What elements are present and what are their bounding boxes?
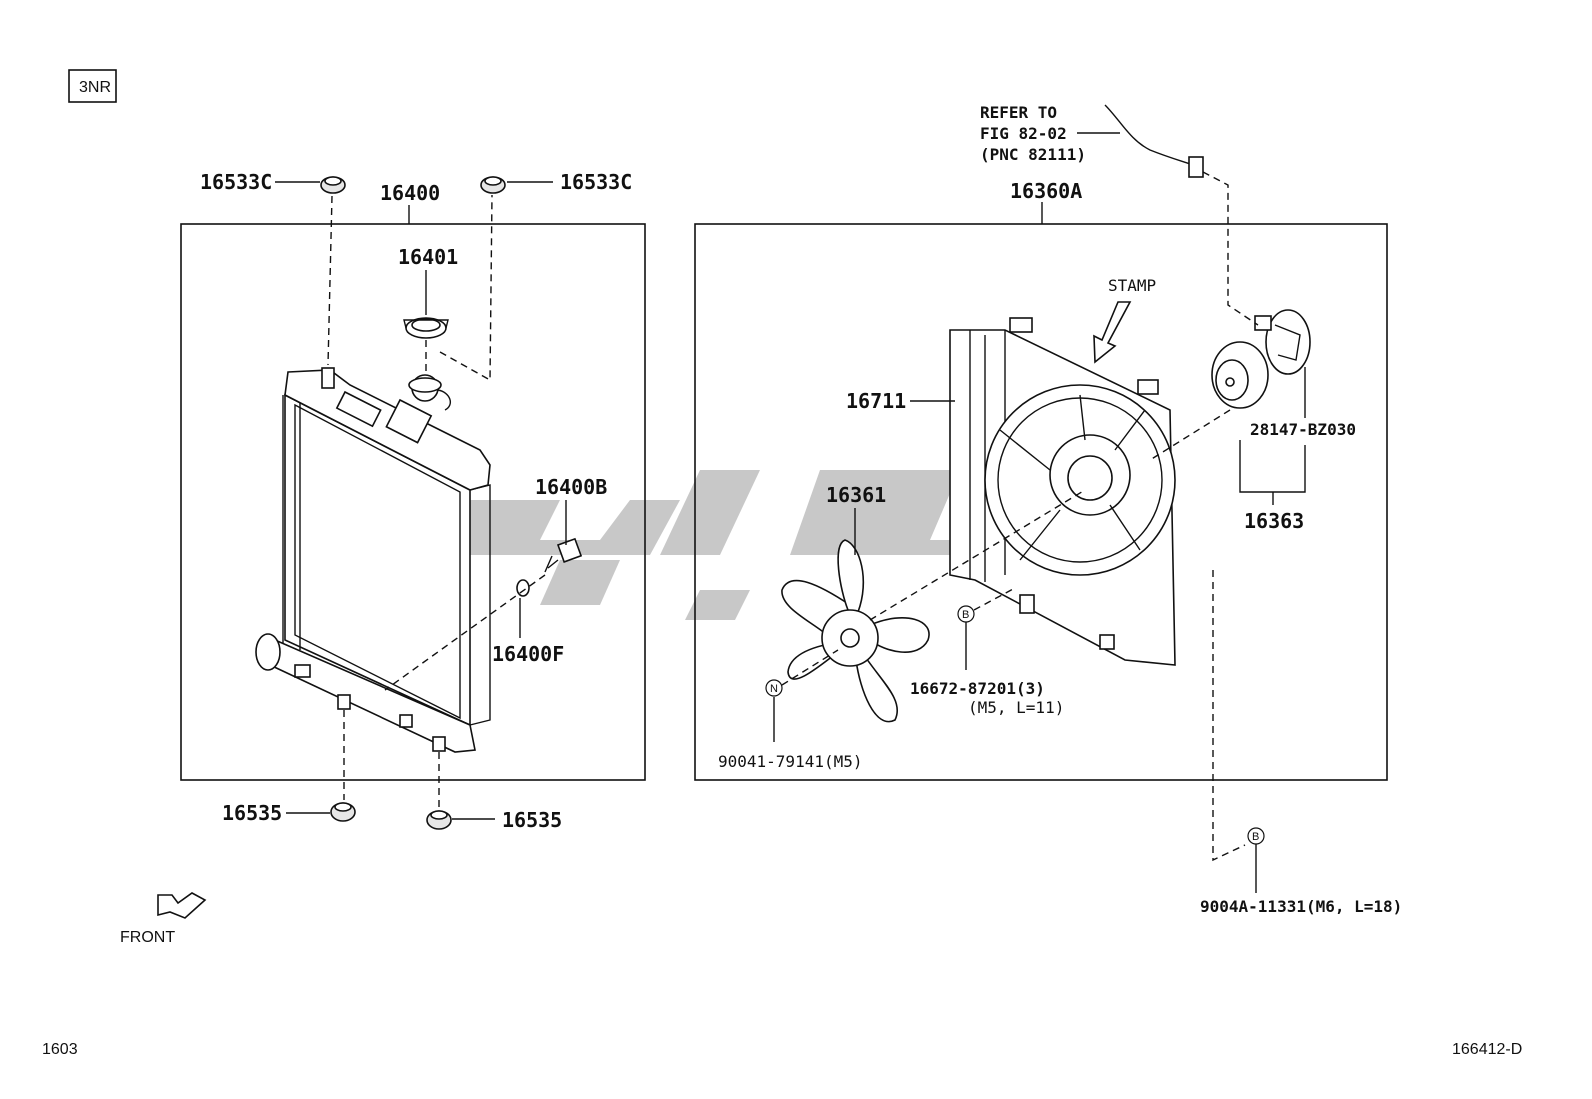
- shroud-label: 16711: [846, 389, 906, 413]
- wire-connector-icon: [1188, 156, 1204, 178]
- page-number: 1603: [42, 1041, 78, 1058]
- cushion-lower-left-icon: [330, 802, 356, 822]
- refer-note-line-2: FIG 82-02: [980, 124, 1067, 143]
- nut-label: 90041-79141(M5): [718, 752, 863, 771]
- refer-note-line-3: (PNC 82111): [980, 145, 1086, 164]
- drain-oring-label: 16400F: [492, 642, 564, 666]
- radiator-cap-icon: [403, 317, 449, 339]
- fan-blade-icon: [781, 539, 930, 723]
- front-arrow-icon: [157, 892, 207, 919]
- stamp-arrow-icon: [1093, 301, 1132, 364]
- radiator-drawing: [255, 367, 491, 753]
- fan-motor-icon: [1211, 309, 1311, 409]
- radiator-assy-label: 16400: [380, 181, 440, 205]
- cushion-upper-left-label: 16533C: [200, 170, 272, 194]
- screw-spec: (M5, L=11): [968, 698, 1064, 717]
- fan-group-frame: [694, 223, 1388, 781]
- figure-code: 166412-D: [1452, 1041, 1522, 1058]
- fan-shroud-assy-label: 16360A: [1010, 179, 1082, 203]
- tag-n-icon: [765, 679, 783, 697]
- bolt-label: 9004A-11331(M6, L=18): [1200, 897, 1402, 916]
- tag-b-screw-text: B: [962, 609, 969, 621]
- screw-label: 16672-87201(3): [910, 679, 1045, 698]
- shroud-drawing: [949, 317, 1176, 666]
- fan-motor-label: 16363: [1244, 509, 1304, 533]
- refer-note-line-1: REFER TO: [980, 103, 1057, 122]
- drain-plug-label: 16400B: [535, 475, 607, 499]
- cushion-upper-left-icon: [320, 176, 346, 194]
- engine-code-box: [68, 69, 117, 103]
- tag-b-bolt-text: B: [1252, 831, 1259, 843]
- drain-oring-icon: [516, 579, 530, 597]
- front-label: FRONT: [120, 929, 175, 946]
- cushion-lower-right-icon: [426, 810, 452, 830]
- tag-n-text: N: [770, 683, 778, 695]
- radiator-group-frame: [180, 223, 646, 781]
- engine-code: 3NR: [79, 79, 111, 96]
- radiator-cap-label: 16401: [398, 245, 458, 269]
- connector-label: 28147-BZ030: [1250, 420, 1356, 439]
- cushion-lower-left-label: 16535: [222, 801, 282, 825]
- cushion-upper-right-label: 16533C: [560, 170, 632, 194]
- fan-label: 16361: [826, 483, 886, 507]
- cushion-lower-right-label: 16535: [502, 808, 562, 832]
- watermark-logo: [440, 470, 1090, 620]
- cushion-upper-right-icon: [480, 176, 506, 194]
- stamp-label: STAMP: [1108, 276, 1156, 295]
